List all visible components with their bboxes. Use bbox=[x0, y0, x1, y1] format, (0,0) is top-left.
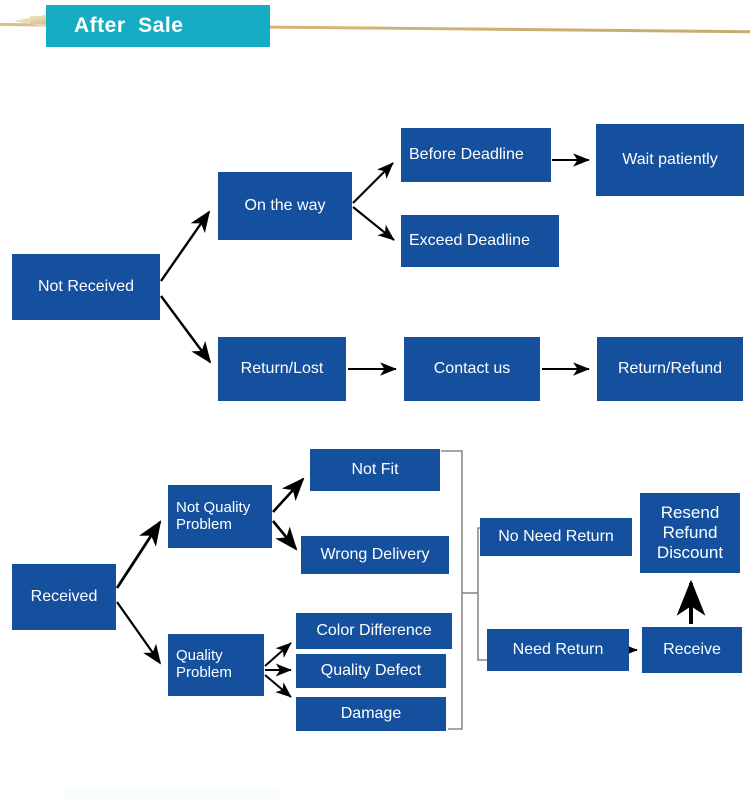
node-wait-patiently[interactable]: Wait patiently bbox=[596, 124, 744, 196]
node-receive[interactable]: Receive bbox=[642, 627, 742, 673]
node-damage[interactable]: Damage bbox=[296, 697, 446, 731]
bottom-banner-edge bbox=[65, 788, 280, 800]
node-on-the-way[interactable]: On the way bbox=[218, 172, 352, 240]
node-not-quality-problem[interactable]: Not Quality Problem bbox=[168, 485, 272, 548]
edge-on-the-way-to-exceed-deadline bbox=[352, 206, 395, 241]
node-exceed-deadline[interactable]: Exceed Deadline bbox=[401, 215, 559, 267]
node-contact-us[interactable]: Contact us bbox=[404, 337, 540, 401]
node-need-return[interactable]: Need Return bbox=[487, 629, 629, 671]
edge-not-quality-to-wrong-delivery bbox=[271, 520, 298, 551]
after-sale-banner: After Sale bbox=[46, 5, 270, 47]
node-wrong-delivery[interactable]: Wrong Delivery bbox=[301, 536, 449, 574]
node-quality-defect[interactable]: Quality Defect bbox=[296, 654, 446, 688]
edge-not-quality-to-not-fit bbox=[272, 477, 305, 513]
node-color-difference[interactable]: Color Difference bbox=[296, 613, 452, 649]
edge-on-the-way-to-before-deadline bbox=[352, 162, 394, 204]
node-return-refund[interactable]: Return/Refund bbox=[597, 337, 743, 401]
banner-title: After Sale bbox=[74, 14, 184, 37]
node-no-need-return[interactable]: No Need Return bbox=[480, 518, 632, 556]
outcomes-gather-bracket bbox=[441, 450, 478, 730]
node-before-deadline[interactable]: Before Deadline bbox=[401, 128, 551, 182]
node-quality-problem[interactable]: Quality Problem bbox=[168, 634, 264, 696]
edge-not-received-to-return-lost bbox=[160, 295, 212, 364]
node-not-received[interactable]: Not Received bbox=[12, 254, 160, 320]
edge-received-to-not-quality bbox=[115, 520, 162, 589]
node-received[interactable]: Received bbox=[12, 564, 116, 630]
node-not-fit[interactable]: Not Fit bbox=[310, 449, 440, 491]
edge-received-to-quality-problem bbox=[116, 601, 162, 665]
edge-quality-problem-to-damage bbox=[264, 674, 292, 698]
edge-quality-problem-to-color-difference bbox=[264, 642, 292, 667]
node-resend-refund-discount[interactable]: Resend Refund Discount bbox=[640, 493, 740, 573]
edge-not-received-to-on-the-way bbox=[160, 210, 211, 282]
node-return-lost[interactable]: Return/Lost bbox=[218, 337, 346, 401]
